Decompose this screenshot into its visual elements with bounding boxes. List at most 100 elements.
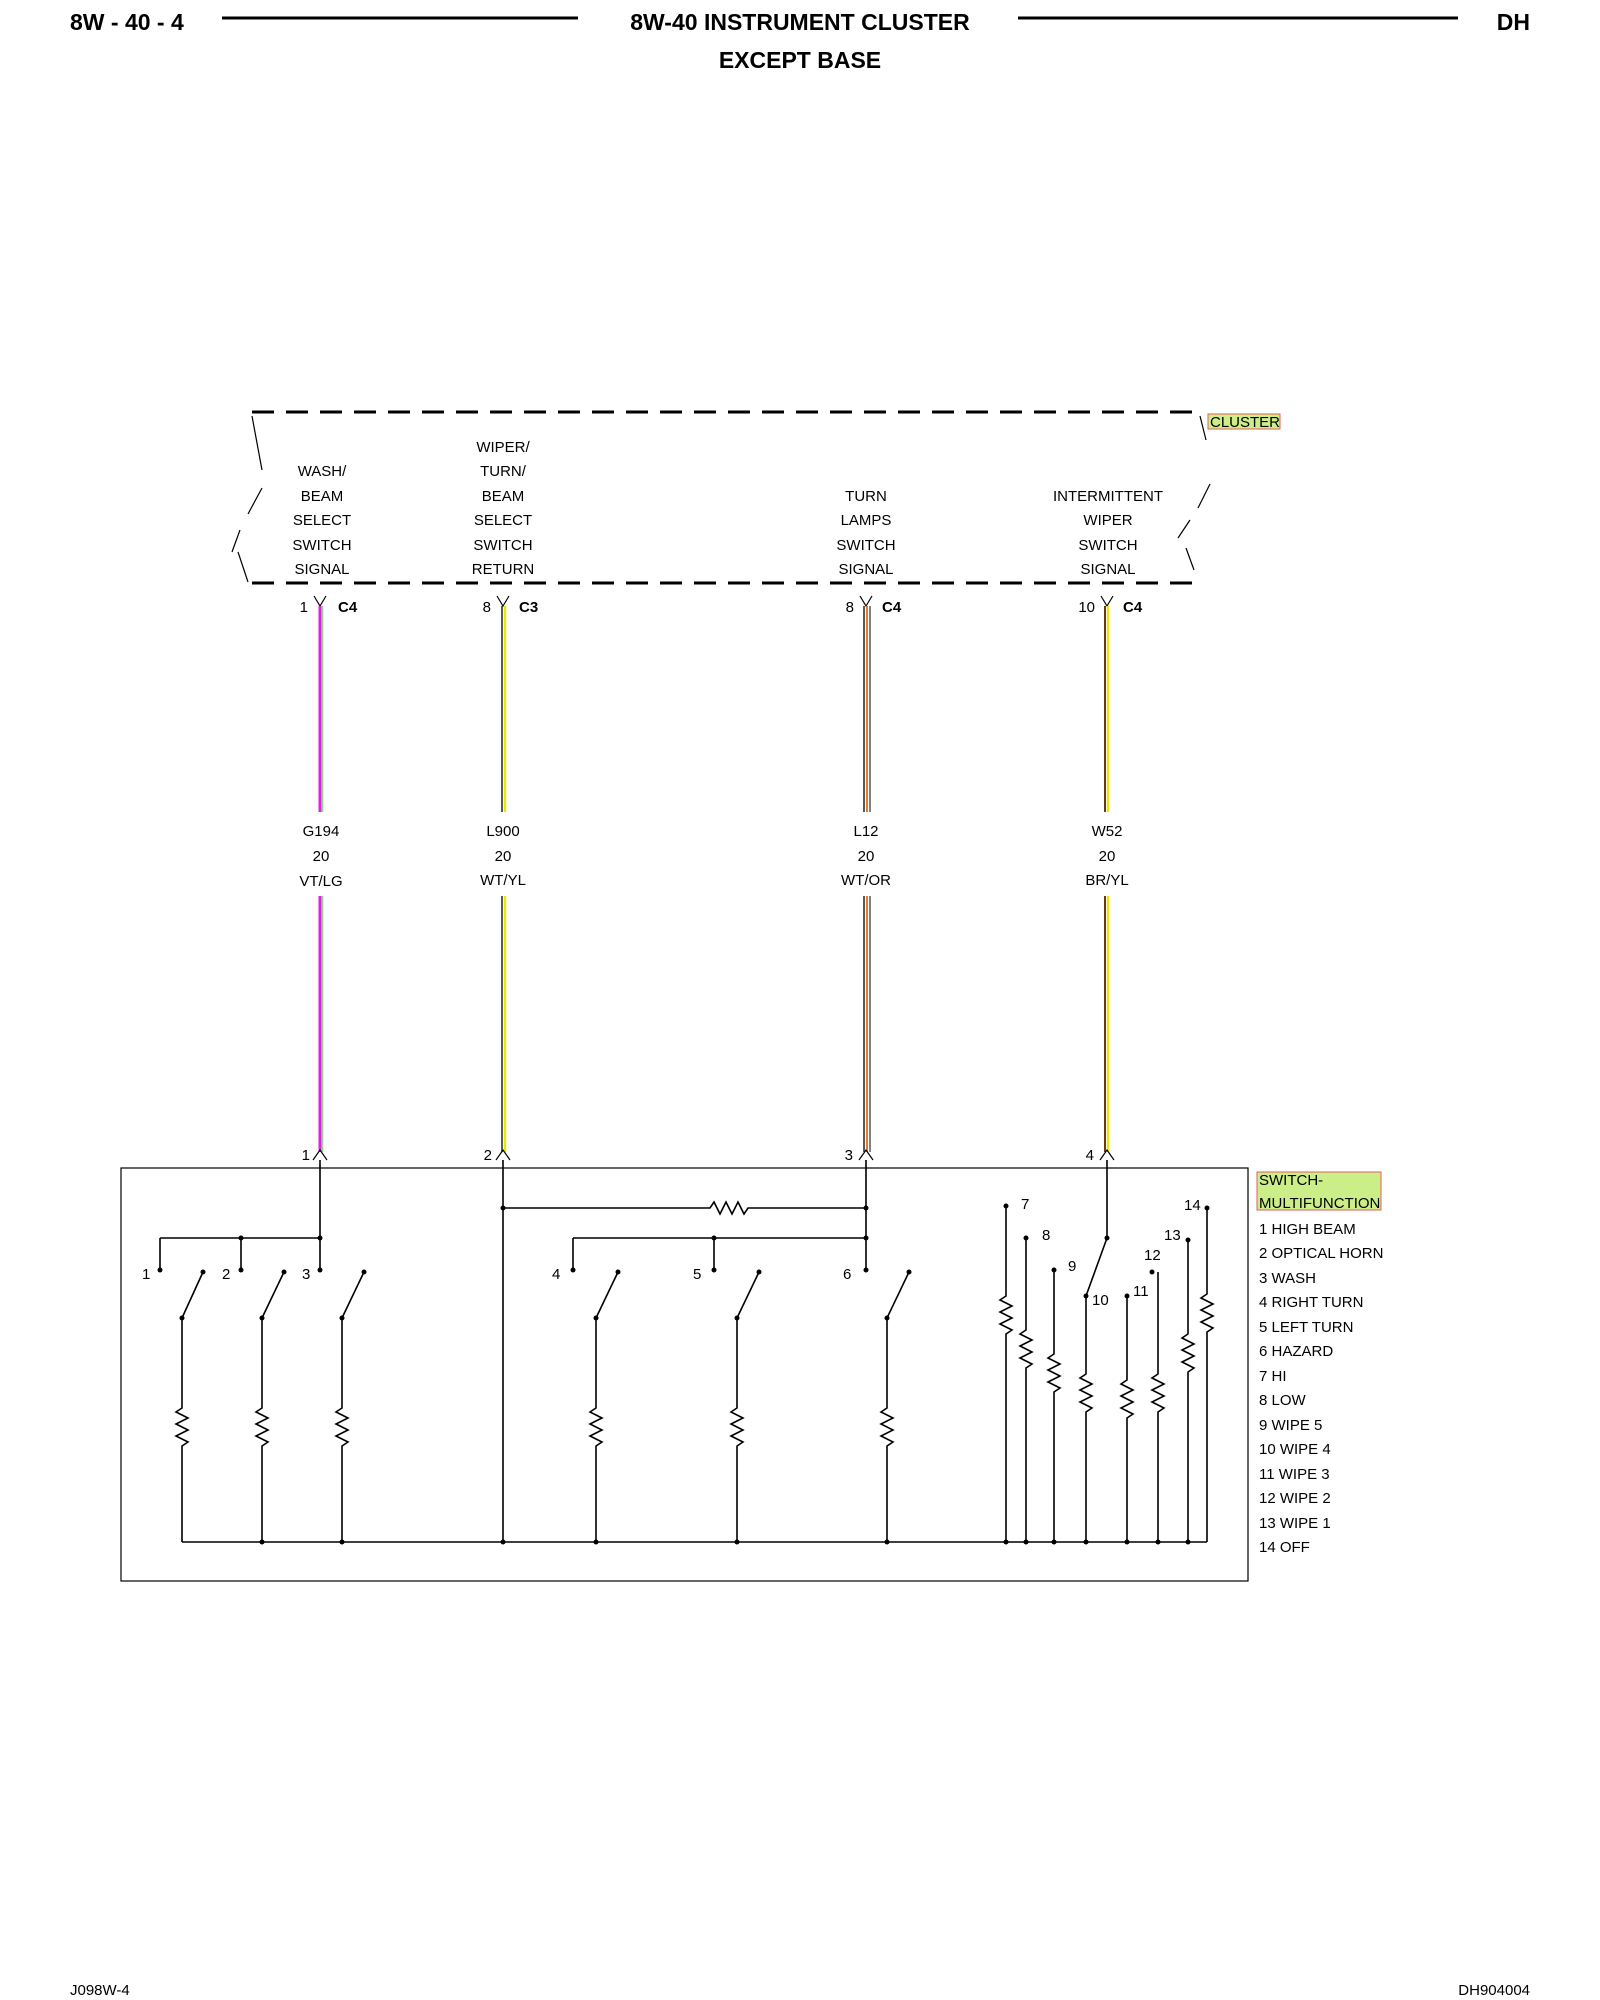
- svg-text:BR/YL: BR/YL: [1085, 872, 1128, 889]
- wire-label-g194: G194 20 VT/LG: [299, 823, 342, 890]
- signal-label-intermittent-wiper: INTERMITTENT WIPER SWITCH SIGNAL: [1053, 488, 1163, 578]
- cluster-label: CLUSTER: [1210, 414, 1280, 431]
- svg-text:6 HAZARD: 6 HAZARD: [1259, 1343, 1333, 1360]
- svg-text:9: 9: [1068, 1258, 1076, 1275]
- switch-position-legend: 1 HIGH BEAM 2 OPTICAL HORN 3 WASH 4 RIGH…: [1259, 1221, 1383, 1556]
- svg-text:SIGNAL: SIGNAL: [838, 561, 893, 578]
- svg-text:14: 14: [1184, 1197, 1201, 1214]
- switch-label-highlight: [1256, 1171, 1382, 1211]
- svg-text:4: 4: [1086, 1147, 1094, 1164]
- svg-text:5: 5: [693, 1266, 701, 1283]
- svg-text:10: 10: [1078, 599, 1095, 616]
- wire-g194: [318, 606, 324, 1152]
- wire-label-w52: W52 20 BR/YL: [1085, 823, 1128, 889]
- wire-l900: [501, 606, 507, 1152]
- signal-label-wash-beam: WASH/ BEAM SELECT SWITCH SIGNAL: [292, 463, 351, 578]
- svg-text:3: 3: [302, 1266, 310, 1283]
- svg-text:4 RIGHT TURN: 4 RIGHT TURN: [1259, 1294, 1363, 1311]
- svg-text:1: 1: [302, 1147, 310, 1164]
- svg-text:SIGNAL: SIGNAL: [294, 561, 349, 578]
- svg-text:7 HI: 7 HI: [1259, 1368, 1287, 1385]
- contact-numbers: 1 2 3 4 5 6 7 8 9 10 11 12 13 14: [142, 1196, 1201, 1309]
- svg-text:8: 8: [483, 599, 491, 616]
- svg-text:8 LOW: 8 LOW: [1259, 1392, 1307, 1409]
- svg-text:5 LEFT TURN: 5 LEFT TURN: [1259, 1319, 1353, 1336]
- svg-text:SIGNAL: SIGNAL: [1080, 561, 1135, 578]
- svg-text:C3: C3: [519, 599, 538, 616]
- svg-text:WT/OR: WT/OR: [841, 872, 891, 889]
- svg-text:G194: G194: [303, 823, 340, 840]
- svg-text:12 WIPE 2: 12 WIPE 2: [1259, 1490, 1331, 1507]
- svg-text:W52: W52: [1092, 823, 1123, 840]
- svg-text:C4: C4: [1123, 599, 1143, 616]
- switch-box: [120, 1167, 1249, 1582]
- svg-text:14 OFF: 14 OFF: [1259, 1539, 1310, 1556]
- svg-text:1: 1: [300, 599, 308, 616]
- svg-text:SWITCH: SWITCH: [473, 537, 532, 554]
- svg-text:20: 20: [858, 848, 875, 865]
- switch-connector-4: 4: [1086, 1147, 1115, 1164]
- svg-text:20: 20: [495, 848, 512, 865]
- svg-text:WIPER: WIPER: [1083, 512, 1132, 529]
- svg-text:L12: L12: [853, 823, 878, 840]
- switch-connector-2: 2: [484, 1147, 511, 1164]
- svg-text:20: 20: [1099, 848, 1116, 865]
- switch-group-wiper: [998, 1160, 1215, 1542]
- svg-text:3 WASH: 3 WASH: [1259, 1270, 1316, 1287]
- svg-text:11: 11: [1133, 1283, 1149, 1300]
- svg-text:C4: C4: [338, 599, 358, 616]
- signal-label-turn-lamps: TURN LAMPS SWITCH SIGNAL: [836, 488, 895, 578]
- cluster-box: [231, 410, 1211, 585]
- svg-text:8: 8: [846, 599, 854, 616]
- svg-text:LAMPS: LAMPS: [841, 512, 892, 529]
- svg-text:3: 3: [845, 1147, 853, 1164]
- page-subtitle: EXCEPT BASE: [719, 47, 881, 73]
- section-code: DH: [1497, 9, 1530, 35]
- svg-text:10 WIPE 4: 10 WIPE 4: [1259, 1441, 1331, 1458]
- switch-connector-1: 1: [302, 1147, 328, 1164]
- svg-text:13: 13: [1164, 1227, 1181, 1244]
- svg-text:2: 2: [222, 1266, 230, 1283]
- switch-label-line2: MULTIFUNCTION: [1259, 1195, 1380, 1212]
- svg-text:20: 20: [313, 848, 330, 865]
- svg-text:2: 2: [484, 1147, 492, 1164]
- svg-text:BEAM: BEAM: [301, 488, 344, 505]
- cluster-connector-3: 8 C4: [846, 595, 902, 616]
- switch-label-line1: SWITCH-: [1259, 1172, 1323, 1189]
- wire-w52: [1104, 606, 1110, 1152]
- svg-text:INTERMITTENT: INTERMITTENT: [1053, 488, 1163, 505]
- svg-text:BEAM: BEAM: [482, 488, 525, 505]
- svg-text:7: 7: [1021, 1196, 1029, 1213]
- wire-l12: [863, 606, 871, 1152]
- svg-text:WIPER/: WIPER/: [476, 439, 530, 456]
- svg-text:2 OPTICAL HORN: 2 OPTICAL HORN: [1259, 1245, 1383, 1262]
- svg-text:VT/LG: VT/LG: [299, 873, 342, 890]
- svg-text:TURN: TURN: [845, 488, 887, 505]
- svg-text:L900: L900: [486, 823, 519, 840]
- svg-text:C4: C4: [882, 599, 902, 616]
- svg-text:11 WIPE 3: 11 WIPE 3: [1259, 1466, 1330, 1483]
- svg-text:6: 6: [843, 1266, 851, 1283]
- svg-text:10: 10: [1092, 1292, 1109, 1309]
- wire-label-l900: L900 20 WT/YL: [480, 823, 526, 889]
- svg-text:SWITCH: SWITCH: [1078, 537, 1137, 554]
- svg-text:4: 4: [552, 1266, 560, 1283]
- switch-connector-3: 3: [845, 1147, 874, 1164]
- page-number: 8W - 40 - 4: [70, 9, 184, 35]
- cluster-connector-2: 8 C3: [483, 595, 538, 616]
- svg-text:13 WIPE 1: 13 WIPE 1: [1259, 1515, 1331, 1532]
- svg-text:TURN/: TURN/: [480, 463, 527, 480]
- svg-text:1: 1: [142, 1266, 150, 1283]
- signal-label-wiper-turn-return: WIPER/ TURN/ BEAM SELECT SWITCH RETURN: [472, 439, 535, 578]
- svg-text:WT/YL: WT/YL: [480, 872, 526, 889]
- footer-right-code: DH904004: [1458, 1982, 1530, 1999]
- cluster-connector-1: 1 C4: [300, 595, 358, 616]
- svg-text:SELECT: SELECT: [293, 512, 351, 529]
- svg-text:12: 12: [1144, 1247, 1161, 1264]
- svg-text:8: 8: [1042, 1227, 1050, 1244]
- svg-text:1 HIGH BEAM: 1 HIGH BEAM: [1259, 1221, 1356, 1238]
- svg-text:WASH/: WASH/: [298, 463, 347, 480]
- cluster-label-highlight: [1207, 413, 1281, 430]
- ground-bus: [182, 1539, 1207, 1545]
